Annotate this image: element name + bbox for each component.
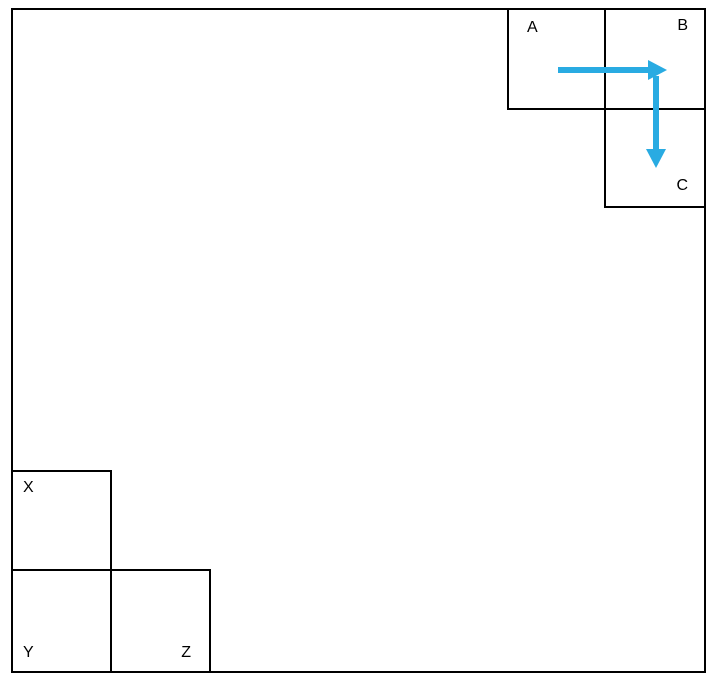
box-z: Z xyxy=(110,569,211,673)
box-b-label: B xyxy=(677,17,688,34)
box-x: X xyxy=(11,470,112,571)
box-z-label: Z xyxy=(181,644,191,661)
box-a-label: A xyxy=(527,19,538,36)
outer-boundary-box xyxy=(11,8,706,673)
box-y-label: Y xyxy=(23,644,34,661)
box-y: Y xyxy=(11,569,112,673)
box-b: B xyxy=(604,8,706,110)
box-c: C xyxy=(604,108,706,208)
box-a: A xyxy=(507,8,606,110)
box-c-label: C xyxy=(676,177,688,194)
box-x-label: X xyxy=(23,479,34,496)
